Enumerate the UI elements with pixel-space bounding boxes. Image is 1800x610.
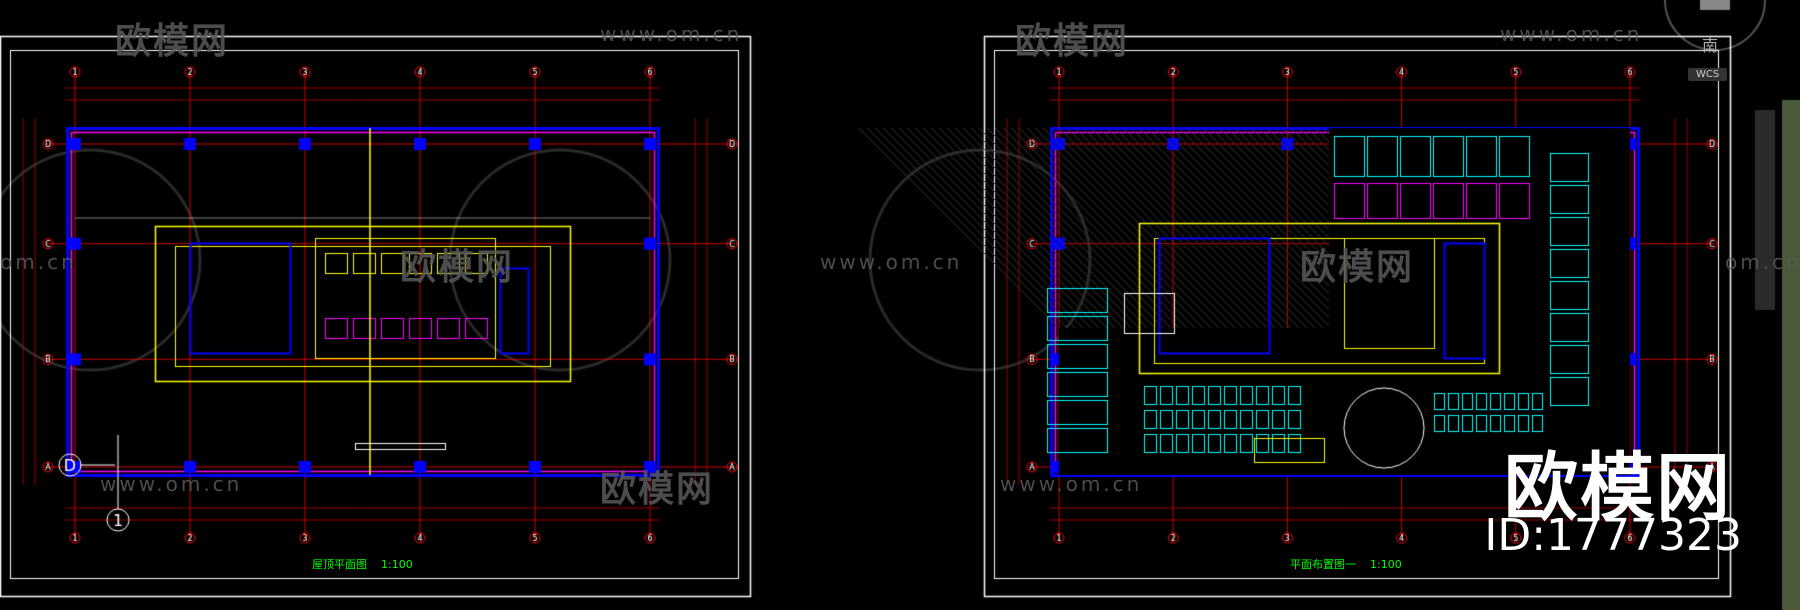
watermark-logo: 欧模网 xyxy=(115,12,229,64)
drawing-scale-text: 1:100 xyxy=(1370,558,1402,571)
watermark-url: om.cn xyxy=(1725,250,1800,274)
watermark-logo: 欧模网 xyxy=(400,247,515,288)
watermark-url: www.om.cn xyxy=(1000,472,1143,496)
watermark-url: www.om.cn xyxy=(600,22,743,46)
watermark-url: www.om.cn xyxy=(100,472,243,496)
ucs-menu-button[interactable]: WCS xyxy=(1688,68,1728,81)
watermark-url: www.om.cn xyxy=(820,250,963,274)
viewcube-compass-label[interactable]: 南 xyxy=(1702,36,1719,55)
drawing-scale-text: 1:100 xyxy=(381,558,413,571)
watermark-logo-text: 欧模网 xyxy=(115,21,230,62)
brand-logo-text: 欧模网 xyxy=(1504,445,1732,531)
watermark-url: om.cn xyxy=(0,250,77,274)
watermark-logo: 欧模网 xyxy=(1015,21,1130,62)
watermark-logo: 欧模网 xyxy=(1300,247,1415,288)
drawing-title-left: 屋顶平面图 1:100 xyxy=(312,556,413,572)
watermark-url: www.om.cn xyxy=(1500,22,1643,46)
drawing-title-text: 平面布置图一 xyxy=(1290,558,1356,571)
drawing-title-right: 平面布置图一 1:100 xyxy=(1290,556,1402,572)
drawing-title-text: 屋顶平面图 xyxy=(312,558,367,571)
watermark-logo: 欧模网 xyxy=(600,469,715,510)
brand-id-text: ID:1777323 xyxy=(1484,510,1742,561)
